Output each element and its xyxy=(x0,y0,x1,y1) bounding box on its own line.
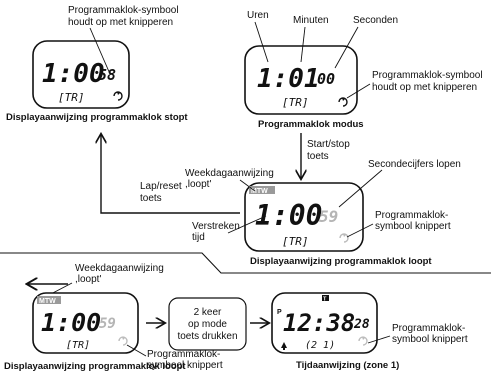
press-mode-line-1: 2 keer xyxy=(194,307,222,318)
leader-second-digits xyxy=(338,169,383,208)
display-mode: 1:01 00 [TR] xyxy=(244,45,358,115)
label-second-digits-running: Secondecijfers lopen xyxy=(368,159,461,170)
label-minutes: Minuten xyxy=(293,15,329,26)
lcd-sub-display: [TR] xyxy=(282,235,309,248)
lcd-seconds-digits: 58 xyxy=(98,66,116,84)
caption-running-bottom: Displayaanwijzing programmaklok loopt xyxy=(4,361,186,372)
label-hours: Uren xyxy=(247,10,269,21)
leader-symbol-blinks xyxy=(346,83,371,99)
program-clock-icon xyxy=(358,336,368,346)
leader-seconds xyxy=(334,26,359,69)
leader-hours xyxy=(254,21,269,63)
label-symbol-stops-2: houdt op met knipperen xyxy=(68,17,173,28)
program-clock-icon xyxy=(113,91,123,101)
display-running-bottom: MTW 1:00 59 [TR] xyxy=(32,292,139,354)
bell-icon xyxy=(281,342,287,350)
pm-indicator: P xyxy=(277,309,282,316)
program-clock-icon xyxy=(339,233,349,243)
program-clock-icon xyxy=(338,97,348,107)
leader-symbol-blinking-c xyxy=(367,335,391,344)
caption-mode: Programmaklok modus xyxy=(258,119,364,130)
caption-time: Tijdaanwijzing (zone 1) xyxy=(296,360,399,371)
weekday-text: MTW xyxy=(251,188,268,195)
label-symbol-blinks-1: Programmaklok-symbool xyxy=(372,70,483,81)
lcd-sub-display: [TR] xyxy=(282,96,309,109)
display-running: MTW 1:00 59 [TR] xyxy=(244,182,364,252)
lcd-frame xyxy=(32,292,139,354)
lcd-main-digits: 1:00 xyxy=(41,308,101,337)
program-clock-icon xyxy=(118,336,128,346)
label-start-stop-2: toets xyxy=(307,151,329,162)
label-symbol-blinking-c-1: Programmaklok- xyxy=(392,323,465,334)
label-elapsed-1: Verstreken xyxy=(192,221,240,232)
label-symbol-blinks-2: houdt op met knipperen xyxy=(372,82,477,93)
label-symbol-blinking-a-1: Programmaklok- xyxy=(375,210,448,221)
weekday-indicator xyxy=(249,186,275,194)
day-indicator xyxy=(322,295,329,301)
press-mode-frame xyxy=(168,297,247,351)
lcd-seconds-digits: 59 xyxy=(99,316,116,332)
lcd-main-digits: 1:01 xyxy=(257,64,320,94)
day-indicator-text: T xyxy=(323,297,327,303)
lcd-main-digits: 1:00 xyxy=(42,59,105,89)
lcd-main-digits: 12:38 xyxy=(283,309,355,337)
label-symbol-blinking-c-2: symbool knippert xyxy=(392,334,468,345)
caption-stopped: Displayaanwijzing programmaklok stopt xyxy=(6,112,188,123)
lcd-frame xyxy=(271,292,378,354)
label-weekday-running-2: ,loopt' xyxy=(185,179,211,190)
press-mode-line-2: op mode xyxy=(188,319,227,330)
label-symbol-blinking-a-2: symbool knippert xyxy=(375,221,451,232)
label-weekday-running-1: Weekdagaanwijzing xyxy=(185,168,274,179)
press-mode-line-3: toets drukken xyxy=(177,331,237,342)
lcd-seconds-digits: 28 xyxy=(353,317,370,332)
label-lap-reset-1: Lap/reset xyxy=(140,181,182,192)
weekday-text: MTW xyxy=(39,298,56,305)
label-seconds: Seconden xyxy=(353,15,398,26)
label-symbol-stops-1: Programmaklok-symbool xyxy=(68,5,179,16)
lcd-frame xyxy=(244,182,364,252)
lcd-main-digits: 1:00 xyxy=(255,199,322,232)
lcd-seconds-digits: 00 xyxy=(317,70,335,88)
lcd-frame xyxy=(244,45,358,115)
label-elapsed-2: tijd xyxy=(192,232,205,243)
lcd-frame xyxy=(32,40,130,109)
caption-running: Displayaanwijzing programmaklok loopt xyxy=(250,256,432,267)
arrow-lap-reset xyxy=(101,135,240,214)
leader-weekday xyxy=(239,179,256,192)
lcd-seconds-digits: 59 xyxy=(319,207,338,226)
lcd-sub-display: [TR] xyxy=(66,340,90,351)
label-weekday-running2-1: Weekdagaanwijzing xyxy=(75,263,164,274)
section-divider xyxy=(0,252,491,274)
label-weekday-running2-2: ,loopt' xyxy=(75,274,101,285)
display-time: T P 12:38 28 (2 1) xyxy=(271,292,378,354)
label-symbol-blinking-b-1: Programmaklok- xyxy=(147,349,220,360)
leader-minutes xyxy=(300,26,306,63)
press-mode-box: 2 keer op mode toets drukken xyxy=(168,297,247,351)
label-start-stop-1: Start/stop xyxy=(307,139,350,150)
lcd-sub-display: [TR] xyxy=(58,91,85,104)
leader-symbol-stops xyxy=(89,27,111,75)
display-stopped: 1:00 58 [TR] xyxy=(32,40,130,109)
label-symbol-blinking-b-2: symbool knippert xyxy=(147,360,223,371)
weekday-indicator xyxy=(37,296,61,304)
label-lap-reset-2: toets xyxy=(140,193,162,204)
lcd-sub-display: (2 1) xyxy=(305,340,335,351)
leader-elapsed xyxy=(227,215,267,234)
leader-symbol-blinking-b xyxy=(126,344,147,357)
leader-symbol-blinking-a xyxy=(346,223,374,238)
